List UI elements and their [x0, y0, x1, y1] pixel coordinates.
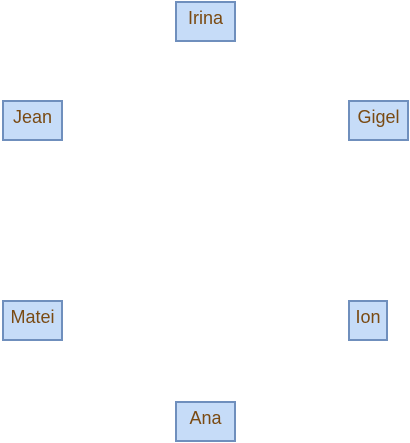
- node-irina[interactable]: Irina: [175, 1, 236, 42]
- node-label: Jean: [12, 107, 53, 127]
- node-matei[interactable]: Matei: [2, 300, 63, 341]
- node-gigel[interactable]: Gigel: [348, 100, 409, 141]
- node-ion[interactable]: Ion: [348, 300, 388, 341]
- node-label: Ana: [189, 408, 222, 428]
- node-jean[interactable]: Jean: [2, 100, 63, 141]
- node-label: Matei: [10, 307, 55, 327]
- node-label: Gigel: [357, 107, 400, 127]
- node-label: Irina: [187, 8, 223, 28]
- node-label: Ion: [355, 307, 381, 327]
- node-ana[interactable]: Ana: [175, 401, 236, 442]
